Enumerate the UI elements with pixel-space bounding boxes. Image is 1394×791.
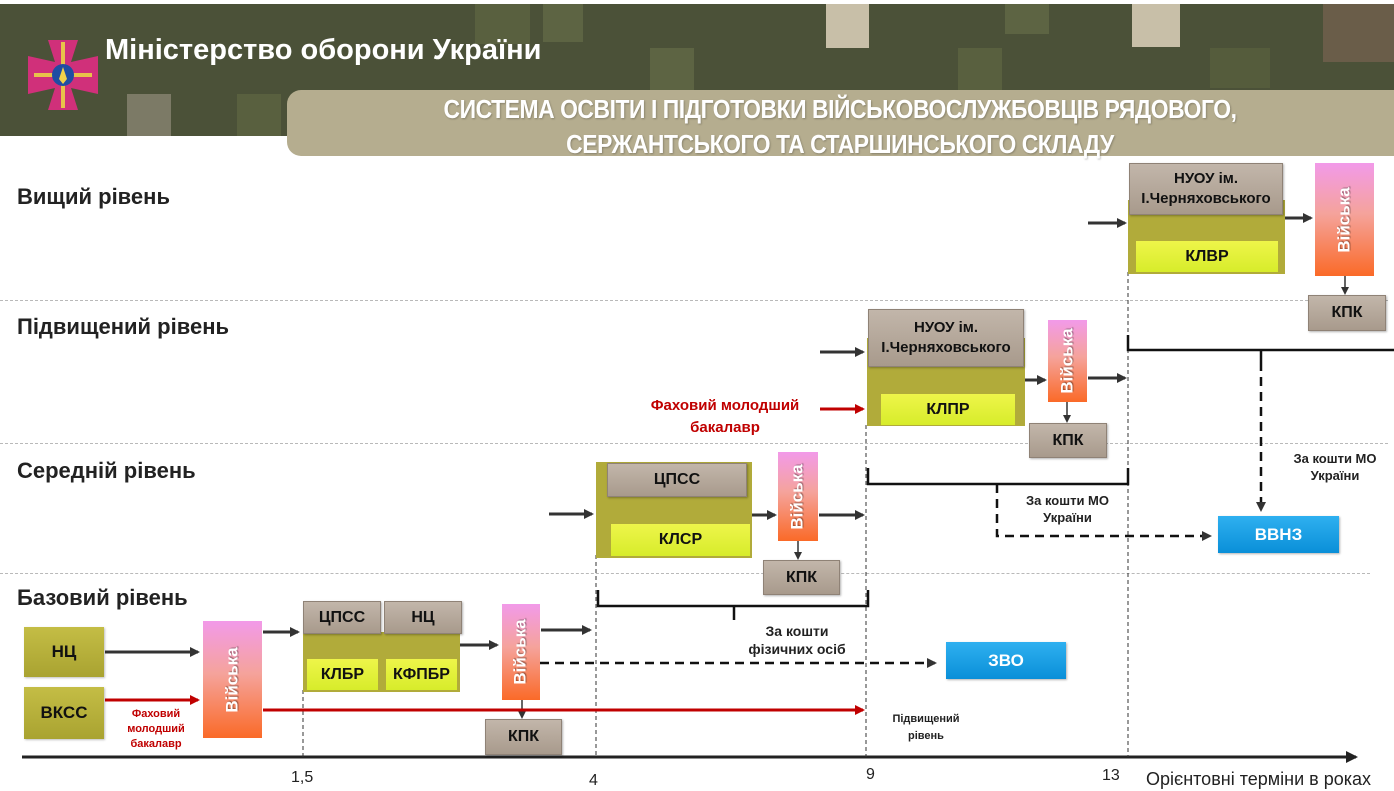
- box-nc-training: НЦ: [384, 601, 462, 634]
- level-highest: Вищий рівень: [17, 184, 170, 209]
- box-cpss: ЦПСС: [303, 601, 381, 634]
- title-line-1: СИСТЕМА ОСВІТИ І ПІДГОТОВКИ ВІЙСЬКОВОСЛУ…: [443, 94, 1237, 124]
- box-nc: НЦ: [24, 627, 104, 677]
- title-banner: [287, 90, 1394, 156]
- note-advanced-level: Підвищений рівень: [892, 713, 960, 742]
- note-individual-funds: За кошти фізичних осіб: [748, 623, 846, 657]
- axis-tick-1-5: 1,5: [291, 769, 314, 786]
- box-klpr: КЛПР: [881, 394, 1015, 425]
- box-klsr: КЛСР: [611, 524, 750, 556]
- box-nuou: НУОУ ім. І.Черняховського: [868, 309, 1024, 367]
- box-kpk: КПК: [1308, 295, 1386, 331]
- box-troops: Війська: [778, 452, 818, 541]
- level-advanced: Підвищений рівень: [17, 314, 230, 339]
- troops-label: Війська: [511, 619, 531, 685]
- troops-label: Війська: [1334, 186, 1354, 253]
- note-mo-funds: За кошти МО України: [1293, 451, 1377, 483]
- axis-tick-9: 9: [866, 766, 875, 783]
- box-cpss: ЦПСС: [607, 463, 747, 497]
- box-vvnz: ВВНЗ: [1218, 516, 1339, 553]
- level-basic: Базовий рівень: [17, 585, 188, 610]
- box-kpk: КПК: [485, 719, 562, 755]
- troops-label: Війська: [222, 646, 242, 713]
- box-kpk: КПК: [1029, 423, 1107, 458]
- box-kfpbr: КФПБР: [386, 659, 457, 690]
- box-klvr: КЛВР: [1136, 241, 1278, 272]
- box-troops: Війська: [1048, 320, 1087, 402]
- level-separator: [0, 573, 1370, 574]
- level-separator: [0, 300, 1388, 301]
- troops-label: Війська: [1057, 328, 1077, 394]
- box-vkss: ВКСС: [24, 687, 104, 739]
- ministry-name: Міністерство оборони України: [105, 34, 542, 66]
- axis-label: Орієнтовні терміни в роках: [1146, 769, 1371, 789]
- axis-tick-13: 13: [1102, 767, 1120, 784]
- box-klbr: КЛБР: [307, 659, 378, 690]
- note-junior-bachelor: Фаховий молодший бакалавр: [650, 397, 800, 436]
- box-kpk: КПК: [763, 560, 840, 595]
- level-middle: Середній рівень: [17, 458, 196, 483]
- box-nuou: НУОУ ім. І.Черняховського: [1129, 163, 1283, 215]
- ministry-emblem-icon: [28, 40, 98, 110]
- box-zvo: ЗВО: [946, 642, 1066, 679]
- axis-tick-4: 4: [589, 772, 598, 789]
- box-troops: Війська: [1315, 163, 1374, 276]
- box-troops: Війська: [203, 621, 262, 738]
- level-separator: [0, 443, 1388, 444]
- page-title: СИСТЕМА ОСВІТИ І ПІДГОТОВКИ ВІЙСЬКОВОСЛУ…: [365, 92, 1315, 162]
- troops-label: Війська: [788, 463, 808, 530]
- title-line-2: СЕРЖАНТСЬКОГО ТА СТАРШИНСЬКОГО СКЛАДУ: [566, 129, 1114, 159]
- note-mo-funds: За кошти МО України: [1025, 493, 1109, 525]
- note-junior-bachelor: Фаховий молодший бакалавр: [127, 708, 185, 750]
- box-troops: Війська: [502, 604, 540, 700]
